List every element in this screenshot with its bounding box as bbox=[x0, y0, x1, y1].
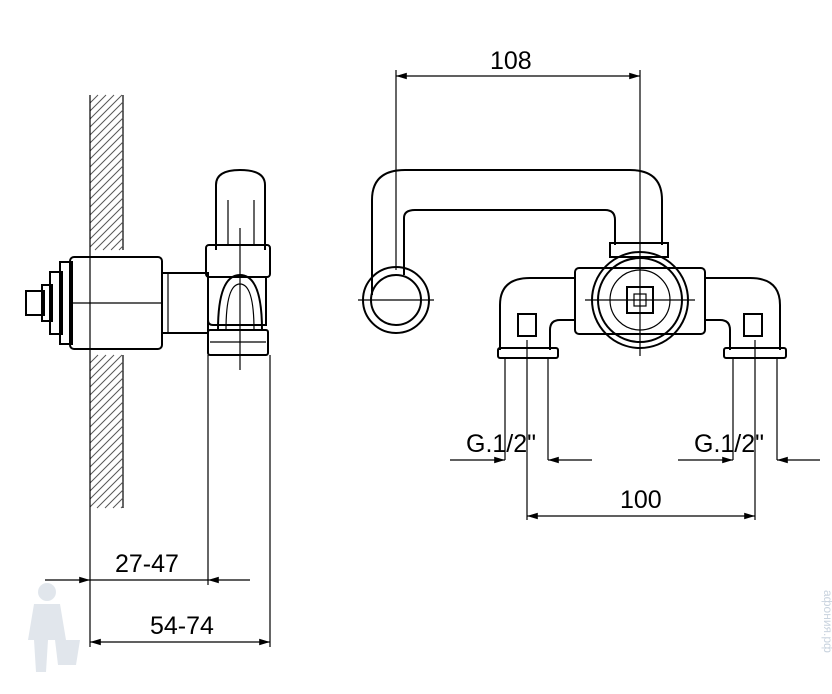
hatch-line bbox=[104, 489, 124, 509]
hatch-line bbox=[89, 441, 124, 476]
watermark-text: афония.рф bbox=[821, 590, 832, 653]
hatch-line bbox=[89, 157, 124, 192]
left-elbow bbox=[497, 277, 575, 520]
dimension-width-top: 108 bbox=[395, 47, 641, 270]
front-spout bbox=[358, 169, 663, 334]
hatch-line bbox=[89, 369, 124, 404]
hatch-line bbox=[89, 361, 124, 396]
hatch-line bbox=[89, 94, 123, 128]
hatch-line bbox=[89, 94, 99, 104]
hatch-line bbox=[89, 417, 124, 452]
hatch-line bbox=[89, 117, 124, 152]
hatch-line bbox=[89, 465, 124, 500]
hatch-line bbox=[96, 481, 124, 509]
hatch-line bbox=[89, 133, 124, 168]
depth-short-label: 27-47 bbox=[115, 550, 179, 578]
hatch-line bbox=[112, 497, 124, 509]
hatch-line bbox=[89, 149, 124, 184]
hatch-line bbox=[89, 197, 124, 232]
front-view: 108 bbox=[358, 47, 820, 520]
thread-left-label: G.1/2" bbox=[466, 430, 536, 458]
watermark-logo bbox=[28, 583, 80, 672]
dimension-thread-left: G.1/2" bbox=[450, 430, 592, 464]
side-view: 27-47 54-74 bbox=[25, 94, 271, 647]
right-elbow bbox=[705, 277, 787, 520]
hatch-line bbox=[120, 505, 124, 509]
hatch-line bbox=[89, 449, 124, 484]
hatch-line bbox=[89, 101, 124, 136]
hatch-line bbox=[89, 141, 124, 176]
hatch-line bbox=[89, 377, 124, 412]
dimension-spacing: 100 bbox=[527, 486, 755, 520]
hatch-line bbox=[89, 189, 124, 224]
hatch-line bbox=[89, 354, 123, 388]
hatch-line bbox=[102, 229, 124, 251]
hatch-line bbox=[89, 125, 124, 160]
mixer-body bbox=[25, 256, 209, 350]
valve-cartridge bbox=[574, 240, 706, 356]
depth-long-label: 54-74 bbox=[150, 612, 214, 640]
hatch-line bbox=[89, 213, 124, 248]
hatch-line bbox=[89, 205, 124, 240]
hatch-line bbox=[89, 401, 124, 436]
hatch-line bbox=[89, 354, 99, 364]
hatch-line bbox=[89, 109, 124, 144]
width-top-label: 108 bbox=[490, 47, 532, 75]
hatch-line bbox=[89, 354, 107, 372]
hatch-line bbox=[89, 181, 124, 216]
dimension-depth-long: 54-74 bbox=[90, 612, 270, 646]
hatch-line bbox=[89, 385, 124, 420]
hatch-line bbox=[89, 473, 124, 508]
hatch-line bbox=[89, 94, 107, 112]
hatch-line bbox=[89, 433, 124, 468]
thread-right-label: G.1/2" bbox=[694, 430, 764, 458]
dimension-thread-right: G.1/2" bbox=[678, 430, 820, 464]
hatch-line bbox=[118, 245, 124, 251]
hatch-line bbox=[89, 425, 124, 460]
hatch-line bbox=[89, 457, 124, 492]
hatch-line bbox=[94, 221, 124, 251]
hatch-line bbox=[89, 165, 124, 200]
spacing-label: 100 bbox=[620, 486, 662, 514]
hatch-line bbox=[89, 354, 115, 380]
hatch-line bbox=[110, 237, 124, 251]
hatch-line bbox=[89, 94, 115, 120]
side-spout bbox=[205, 168, 271, 370]
wall-hatching bbox=[89, 94, 124, 509]
hatch-line bbox=[89, 409, 124, 444]
hatch-line bbox=[89, 173, 124, 208]
dimension-depth-short: 27-47 bbox=[45, 550, 250, 584]
hatch-line bbox=[89, 393, 124, 428]
